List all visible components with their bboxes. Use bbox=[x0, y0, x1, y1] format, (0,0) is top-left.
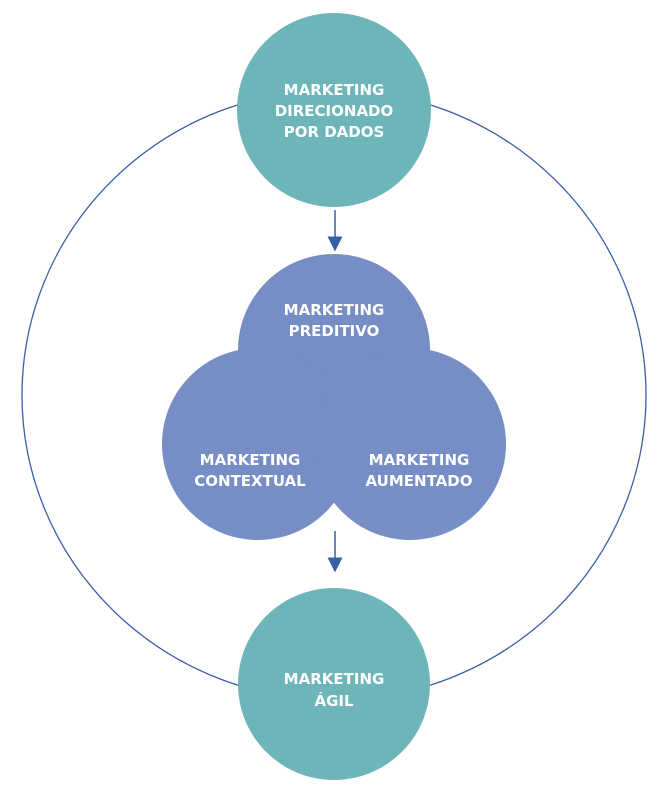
agile-label-line1: MARKETING bbox=[284, 670, 385, 688]
agile-marketing-circle bbox=[238, 588, 430, 780]
contextual-label-line2: CONTEXTUAL bbox=[194, 472, 306, 490]
augmented-label-line1: MARKETING bbox=[369, 451, 470, 469]
agile-label-line2: ÁGIL bbox=[314, 691, 354, 710]
data-driven-marketing-node: MARKETING DIRECIONADO POR DADOS bbox=[237, 13, 431, 207]
data-driven-label-line3: POR DADOS bbox=[284, 123, 385, 141]
contextual-marketing-circle bbox=[162, 348, 354, 540]
augmented-label-line2: AUMENTADO bbox=[366, 472, 473, 490]
contextual-label-line1: MARKETING bbox=[200, 451, 301, 469]
data-driven-marketing-circle bbox=[237, 13, 431, 207]
venn-diagram: MARKETING PREDITIVO MARKETING CONTEXTUAL… bbox=[162, 254, 506, 540]
predictive-label-line1: MARKETING bbox=[284, 301, 385, 319]
data-driven-label-line2: DIRECIONADO bbox=[275, 102, 394, 120]
predictive-label-line2: PREDITIVO bbox=[289, 322, 380, 340]
agile-marketing-node: MARKETING ÁGIL bbox=[238, 588, 430, 780]
data-driven-label-line1: MARKETING bbox=[284, 81, 385, 99]
augmented-marketing-circle bbox=[314, 348, 506, 540]
